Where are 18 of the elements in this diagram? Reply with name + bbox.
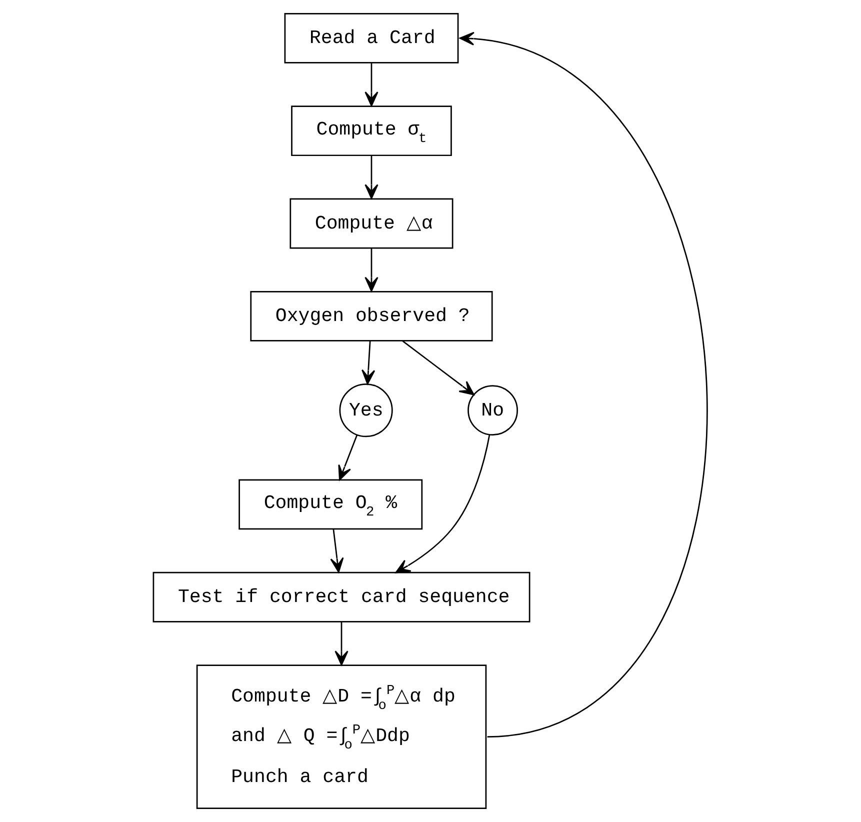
- node-box: Compute σ$_{t}$: [291, 106, 452, 156]
- arrow: [364, 248, 378, 292]
- node-box: Compute △D =∫$_{o}$$^{P}$△α dp and △ Q =∫$_{o}$$^{P}$△Ddp Punch a card: [196, 664, 487, 810]
- node-box: Compute O$_{2}$ %: [238, 479, 423, 530]
- node-box: Oxygen observed ?: [250, 290, 493, 342]
- node-circle: Yes: [339, 384, 393, 438]
- node-box: Test if correct card sequence: [152, 572, 530, 622]
- node-box: Read a Card: [284, 12, 459, 64]
- node-box: Compute △α: [290, 198, 454, 249]
- arrow: [338, 434, 358, 480]
- arrow: [330, 529, 344, 573]
- node-circle: No: [468, 385, 518, 436]
- arrow: [334, 622, 348, 666]
- arrow: [362, 341, 376, 385]
- arrow: [395, 434, 490, 574]
- arrow: [402, 340, 474, 396]
- arrow: [364, 156, 378, 200]
- arrow: [364, 63, 378, 106]
